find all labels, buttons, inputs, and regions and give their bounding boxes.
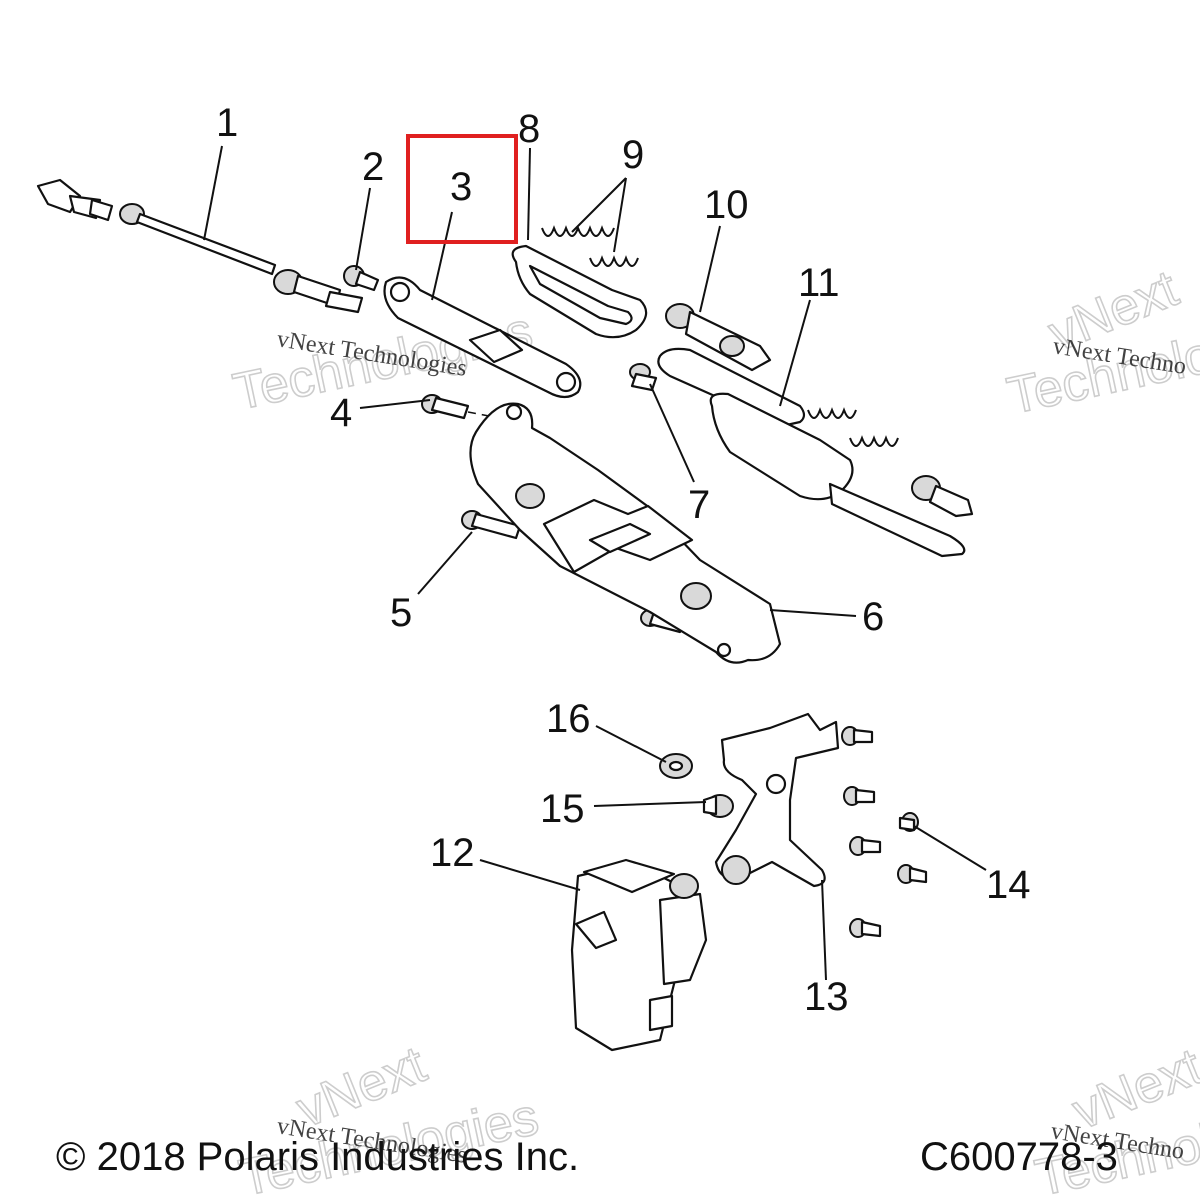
part-grommet-16 [659, 753, 693, 779]
callout-5[interactable]: 5 [390, 591, 412, 635]
part-pin-10 [665, 303, 772, 372]
callout-2[interactable]: 2 [362, 145, 384, 189]
callout-6[interactable]: 6 [862, 595, 884, 639]
callout-3[interactable]: 3 [450, 165, 472, 209]
callout-13[interactable]: 13 [804, 975, 849, 1019]
copyright-text: © 2018 Polaris Industries Inc. [56, 1135, 579, 1179]
callout-4[interactable]: 4 [330, 391, 352, 435]
part-pin-7 [629, 363, 658, 392]
part-housing [469, 402, 782, 664]
part-springs-9 [541, 225, 639, 267]
callout-8[interactable]: 8 [518, 107, 540, 151]
callout-10[interactable]: 10 [704, 183, 749, 227]
callout-1[interactable]: 1 [216, 101, 238, 145]
part-lever-11 [657, 347, 806, 428]
callout-14[interactable]: 14 [986, 863, 1031, 907]
callout-7[interactable]: 7 [688, 483, 710, 527]
figure-code: C600778-3 [920, 1135, 1118, 1179]
callout-12[interactable]: 12 [430, 831, 475, 875]
part-gasket-lower [709, 392, 974, 558]
callout-11[interactable]: 11 [798, 261, 840, 305]
part-cable [36, 178, 364, 314]
part-bracket-13 [714, 712, 840, 888]
part-pin [343, 265, 380, 292]
leader-lines [203, 145, 987, 981]
part-bushing-15 [702, 794, 734, 818]
part-actuator-12 [570, 858, 708, 1052]
callout-labels: 1 2 3 4 5 6 7 8 9 10 11 12 13 14 15 16 [216, 101, 1031, 1019]
callout-16[interactable]: 16 [546, 697, 591, 741]
part-link-arm [383, 276, 582, 399]
part-gasket-8 [511, 244, 648, 339]
highlight-box [406, 134, 518, 244]
part-screws-14 [841, 726, 928, 938]
callout-9[interactable]: 9 [622, 133, 644, 177]
callout-15[interactable]: 15 [540, 787, 585, 831]
